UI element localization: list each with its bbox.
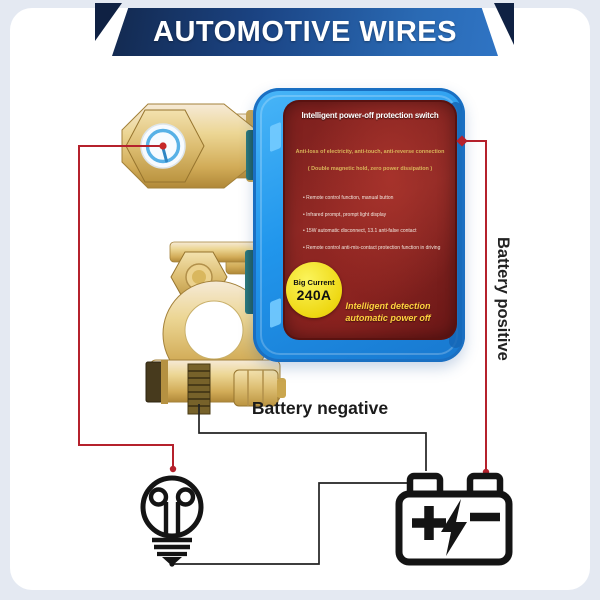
- title-banner: AUTOMOTIVE WIRES: [112, 8, 498, 56]
- feature-item: Remote control function, manual button: [303, 195, 440, 201]
- label-feature-list: Remote control function, manual button I…: [303, 195, 440, 261]
- label-footer: Intelligent detection automatic power of…: [345, 301, 431, 323]
- clamp-hole: [184, 300, 244, 360]
- label-title: Intelligent power-off protection switch: [301, 111, 439, 120]
- feature-item: 15W automatic disconnect, 13.1 anti-fals…: [303, 228, 440, 234]
- label-subtitle-2: ( Double magnetic hold, zero power dissi…: [307, 166, 433, 172]
- switch-label: Intelligent power-off protection switch …: [283, 100, 457, 340]
- battery-positive-label: Battery positive: [494, 237, 512, 361]
- current-rating-badge: Big Current 240A: [286, 262, 342, 318]
- label-subtitle-1: Anti-loss of electricity, anti-touch, an…: [295, 149, 445, 155]
- mount-block-top: [246, 130, 257, 180]
- feature-item: Remote control anti-mis-contact protecti…: [303, 245, 440, 251]
- feature-item: Infrared prompt, prompt light display: [303, 212, 440, 218]
- page-title: AUTOMOTIVE WIRES: [153, 15, 457, 48]
- battery-negative-label: Battery negative: [251, 398, 389, 418]
- clamp-left-end: [145, 361, 163, 403]
